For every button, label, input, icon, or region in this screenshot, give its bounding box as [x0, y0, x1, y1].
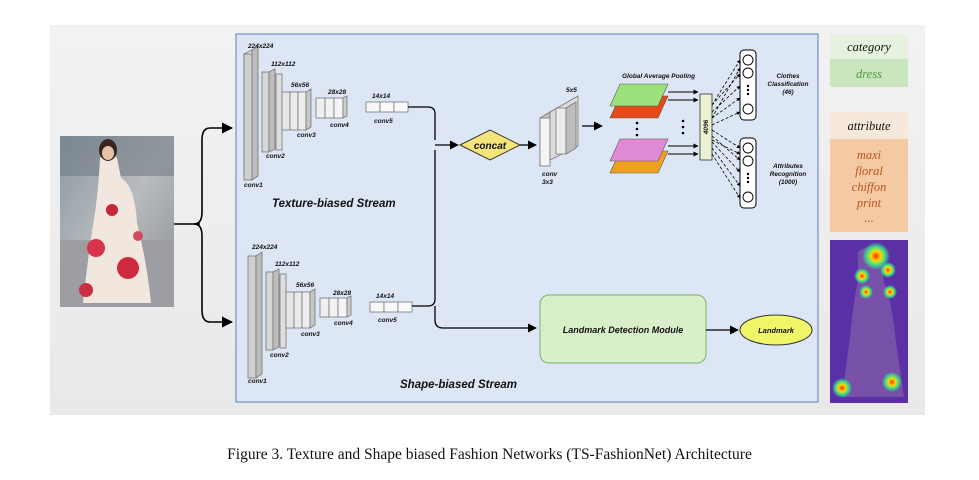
gap-feature-maps — [609, 83, 669, 174]
shape-layer-conv1: conv1 — [248, 378, 267, 385]
shape-size-1: 224x224 — [251, 244, 278, 251]
fc-layer — [699, 93, 713, 161]
texture-size-1: 224x224 — [247, 43, 274, 50]
texture-layer-conv3: conv3 — [297, 132, 316, 139]
category-header-box — [830, 34, 908, 59]
shape-stream-blocks — [247, 251, 413, 379]
shape-layer-conv4: conv4 — [334, 320, 353, 327]
figure-caption: Figure 3. Texture and Shape biased Fashi… — [227, 446, 752, 463]
landmark-heatmap-image — [830, 240, 908, 403]
landmark-module — [539, 294, 707, 364]
attribute-output-neurons — [739, 137, 757, 209]
texture-stream-blocks — [243, 45, 409, 181]
shape-size-2: 112x112 — [275, 261, 300, 268]
input-branch-arrows — [174, 122, 234, 328]
texture-layer-conv2: conv2 — [266, 153, 285, 160]
landmark-module-label: Landmark Detection Module — [563, 325, 684, 335]
clothes-output-neurons — [739, 49, 757, 121]
attribute-values-box — [830, 139, 908, 232]
attribute-value-4: print — [856, 196, 882, 210]
shape-layer-conv2: conv2 — [270, 352, 289, 359]
texture-size-5: 14x14 — [372, 93, 390, 100]
category-value-box — [830, 59, 908, 87]
gap-to-fc-arrows — [668, 89, 699, 157]
category-value: dress — [856, 67, 882, 81]
conv3x3-block — [539, 95, 579, 167]
clothes-output-label-3: (46) — [782, 89, 793, 96]
attribute-value-1: maxi — [857, 148, 882, 162]
texture-layer-conv5: conv5 — [374, 118, 393, 125]
conv-block-label-1: conv — [542, 171, 558, 178]
gap-title: Global Average Pooling — [622, 73, 695, 80]
shape-layer-conv3: conv3 — [301, 331, 320, 338]
texture-stream-title: Texture-biased Stream — [272, 198, 396, 210]
texture-layer-conv1: conv1 — [244, 182, 263, 189]
clothes-output-label-2: Classification — [768, 81, 809, 88]
network-panel — [235, 33, 819, 403]
fc-label: 4096 — [703, 119, 710, 135]
landmark-output-label: Landmark — [758, 326, 795, 335]
shape-stream-title: Shape-biased Stream — [400, 379, 517, 391]
attribute-value-5: ... — [864, 211, 873, 225]
gap-ellipsis — [635, 119, 685, 137]
texture-layer-conv4: conv4 — [330, 122, 349, 129]
attribute-header-box — [830, 112, 908, 139]
landmark-output — [739, 314, 813, 346]
conv-block-size: 5x5 — [566, 87, 577, 94]
attribute-output-label-1: Attributes — [772, 163, 803, 170]
attribute-output-label-2: Recognition — [770, 171, 807, 178]
texture-size-2: 112x112 — [271, 61, 296, 68]
category-header: category — [847, 40, 891, 54]
conv-block-label-2: 3x3 — [542, 179, 553, 186]
attribute-value-2: floral — [855, 164, 883, 178]
texture-size-3: 56x56 — [291, 82, 309, 89]
clothes-output-label-1: Clothes — [776, 73, 800, 80]
shape-size-5: 14x14 — [376, 293, 394, 300]
attribute-output-label-3: (1000) — [779, 179, 797, 186]
concat-label: concat — [474, 141, 507, 152]
shape-layer-conv5: conv5 — [378, 317, 397, 324]
attribute-value-3: chiffon — [852, 180, 887, 194]
stream-connectors — [408, 106, 537, 333]
texture-size-4: 28x28 — [327, 89, 346, 96]
attribute-header: attribute — [847, 119, 891, 133]
fc-output-connections — [711, 59, 741, 199]
input-image — [60, 136, 174, 307]
shape-size-3: 56x56 — [296, 282, 314, 289]
shape-size-4: 28x28 — [332, 290, 351, 297]
